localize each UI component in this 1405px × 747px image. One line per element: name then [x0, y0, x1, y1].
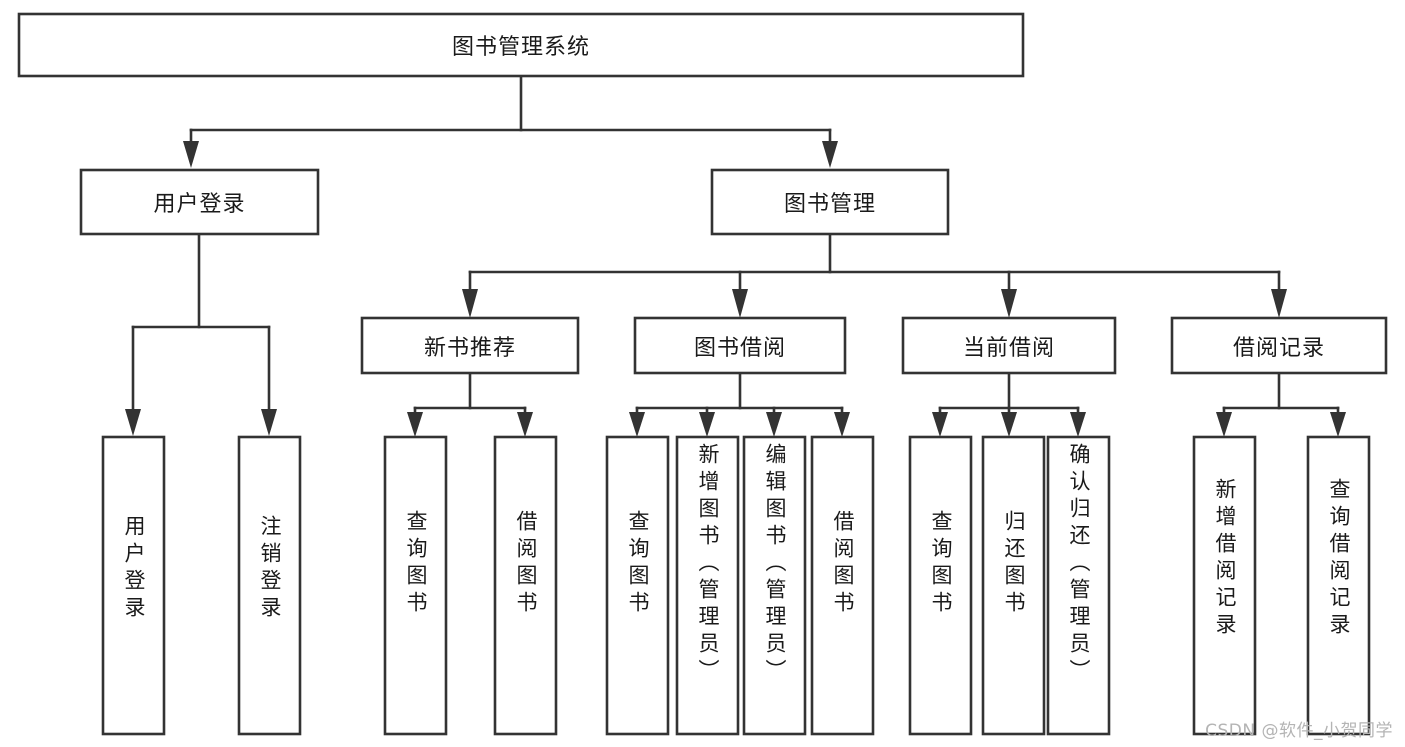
arrow-head-icon	[1271, 289, 1287, 318]
node-leaf-borrow-book-2[interactable]	[810, 435, 875, 736]
node-leaf-user-logout[interactable]	[237, 435, 302, 736]
arrow-head-icon	[766, 412, 782, 437]
arrow-head-icon	[1330, 412, 1346, 437]
connector-borrowrecord-to-leaves	[1216, 371, 1346, 437]
arrow-head-icon	[407, 412, 423, 437]
connector-newbook-to-leaves	[407, 371, 533, 437]
node-leaf-query-book-3[interactable]	[908, 435, 973, 736]
arrow-head-icon	[699, 412, 715, 437]
arrow-head-icon	[1216, 412, 1232, 437]
arrow-head-icon	[629, 412, 645, 437]
connector-currentborrow-to-leaves	[932, 371, 1086, 437]
node-leaf-query-book-1[interactable]	[383, 435, 448, 736]
arrow-head-icon	[1001, 289, 1017, 318]
node-leaf-query-book-2[interactable]	[605, 435, 670, 736]
node-user-login[interactable]	[79, 168, 320, 236]
node-leaf-confirm-return[interactable]	[1046, 435, 1111, 736]
arrow-head-icon	[125, 409, 141, 436]
arrow-head-icon	[932, 412, 948, 437]
node-leaf-return-book[interactable]	[981, 435, 1046, 736]
node-leaf-edit-book[interactable]	[742, 435, 807, 736]
node-borrow-record[interactable]	[1170, 316, 1388, 375]
connector-userlogin-to-leaves	[125, 232, 277, 436]
arrow-head-icon	[1001, 412, 1017, 437]
arrow-head-icon	[183, 141, 199, 168]
arrow-head-icon	[261, 409, 277, 436]
arrow-head-icon	[462, 289, 478, 318]
node-leaf-user-login[interactable]	[101, 435, 166, 736]
node-current-borrow[interactable]	[901, 316, 1117, 375]
node-leaf-query-record[interactable]	[1306, 435, 1371, 736]
connector-bookborrow-to-leaves	[629, 371, 850, 437]
arrow-head-icon	[822, 141, 838, 168]
arrow-head-icon	[517, 412, 533, 437]
node-new-book-recommend[interactable]	[360, 316, 580, 375]
arrow-head-icon	[834, 412, 850, 437]
node-book-management[interactable]	[710, 168, 950, 236]
connector-bookmanagement-to-level3	[462, 232, 1287, 318]
arrow-head-icon	[1070, 412, 1086, 437]
node-root-system[interactable]	[17, 12, 1025, 78]
connector-root-to-level2	[183, 74, 838, 168]
node-leaf-borrow-book-1[interactable]	[493, 435, 558, 736]
node-leaf-add-book[interactable]	[675, 435, 740, 736]
watermark-credit: CSDN @软件_小贺同学	[1205, 721, 1393, 741]
node-book-borrow[interactable]	[633, 316, 847, 375]
node-leaf-add-record[interactable]	[1192, 435, 1257, 736]
arrow-head-icon	[732, 289, 748, 318]
